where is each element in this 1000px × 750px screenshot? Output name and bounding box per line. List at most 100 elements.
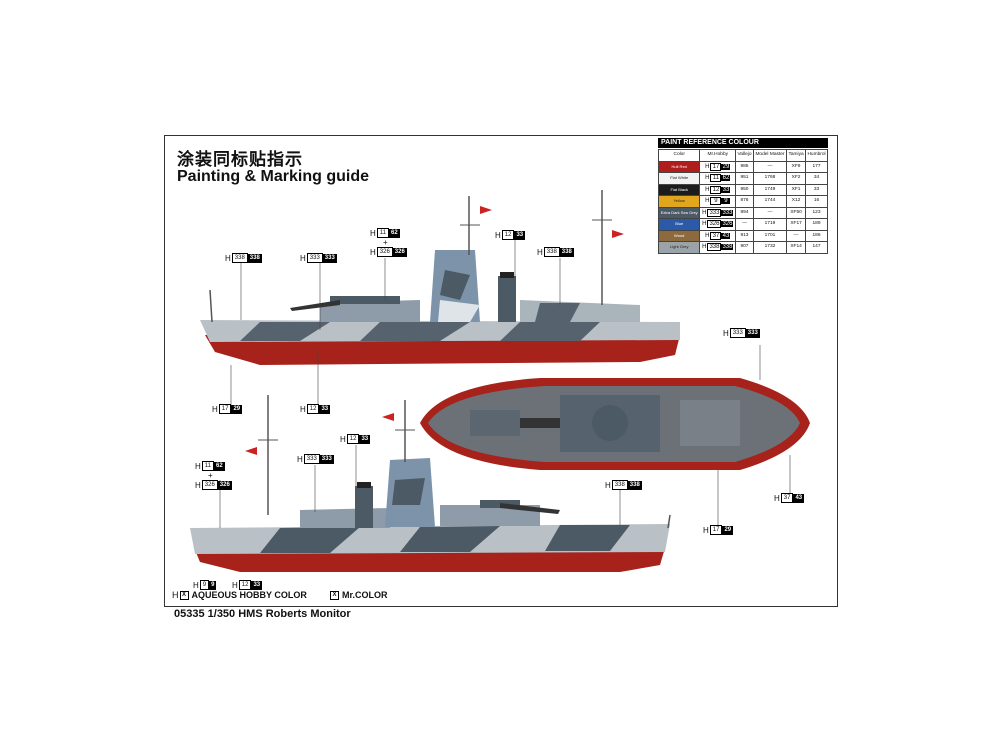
col-model-master: Model Master [752,149,788,162]
paint-tamiya: XF50 [786,206,807,219]
paint-humbrol: 33 [805,183,828,196]
paint-swatch: Blue [657,218,701,231]
col-color: Color [657,149,701,162]
paint-swatch: Hull Red [657,160,701,173]
paint-humbrol: 147 [805,241,828,254]
paint-table-header: Color Mr.Hobby Vallejo Model Master Tami… [657,149,828,162]
paint-vallejo: — [735,218,754,231]
legend-mr-color: X Mr.COLOR [330,590,388,600]
paint-humbrol: 16 [805,195,828,208]
paint-tamiya: — [786,229,807,242]
paint-tamiya: XF9 [786,160,807,173]
paint-model-master: 1701 [752,229,788,242]
paint-table-title: PAINT REFERENCE COLOUR [658,138,828,148]
paint-vallejo: 894 [735,206,754,219]
paint-humbrol: 186 [805,229,828,242]
paint-swatch: Wood [657,229,701,242]
paint-model-master: 1744 [752,195,788,208]
paint-model-master: 1768 [752,172,788,185]
paint-vallejo: 950 [735,183,754,196]
paint-model-master: 1749 [752,183,788,196]
paint-swatch: Flat White [657,172,701,185]
paint-reference-table: Color Mr.Hobby Vallejo Model Master Tami… [657,149,828,254]
paint-swatch: Flat Black [657,183,701,196]
ship-plan-view [420,378,810,470]
paint-humbrol: 123 [805,206,828,219]
ship-side-profile-top [200,190,680,365]
ship-side-profile-bottom [190,395,671,572]
paint-tamiya: XF14 [786,241,807,254]
col-mr-hobby: Mr.Hobby [699,149,737,162]
legend-h-mark: H [172,590,179,600]
paint-humbrol: 34 [805,172,828,185]
paint-model-master: — [752,160,788,173]
legend-aqueous: H X AQUEOUS HOBBY COLOR [172,590,307,600]
col-vallejo: Vallejo [735,149,754,162]
col-humbrol: Humbrol [805,149,828,162]
legend-x-box: X [179,590,189,600]
paint-swatch: Extra Dark Sea Grey [657,206,701,219]
plus-sign: + [383,238,388,247]
paint-humbrol: 177 [805,160,828,173]
paint-tamiya: XF2 [786,172,807,185]
paint-tamiya: XF1 [786,183,807,196]
paint-vallejo: 913 [735,229,754,242]
paint-humbrol: 189 [805,218,828,231]
col-tamiya: Tamiya [786,149,807,162]
footer-caption: 05335 1/350 HMS Roberts Monitor [174,608,351,620]
paint-swatch: Yellow [657,195,701,208]
legend-mr-label: Mr.COLOR [342,590,388,600]
leader-lines [219,240,791,528]
paint-model-master: 1719 [752,218,788,231]
plus-sign: + [208,471,213,480]
paint-vallejo: 876 [735,195,754,208]
title-english: Painting & Marking guide [177,168,370,185]
paint-vallejo: 985 [735,160,754,173]
paint-model-master: 1732 [752,241,788,254]
paint-model-master: — [752,206,788,219]
paint-vallejo: 951 [735,172,754,185]
paint-tamiya: XF17 [786,218,807,231]
legend-aqueous-label: AQUEOUS HOBBY COLOR [191,590,307,600]
title-chinese: 涂装同标贴指示 [177,150,303,170]
legend-x-box-mr: X [330,590,339,600]
paint-vallejo: 907 [735,241,754,254]
paint-tamiya: X12 [786,195,807,208]
